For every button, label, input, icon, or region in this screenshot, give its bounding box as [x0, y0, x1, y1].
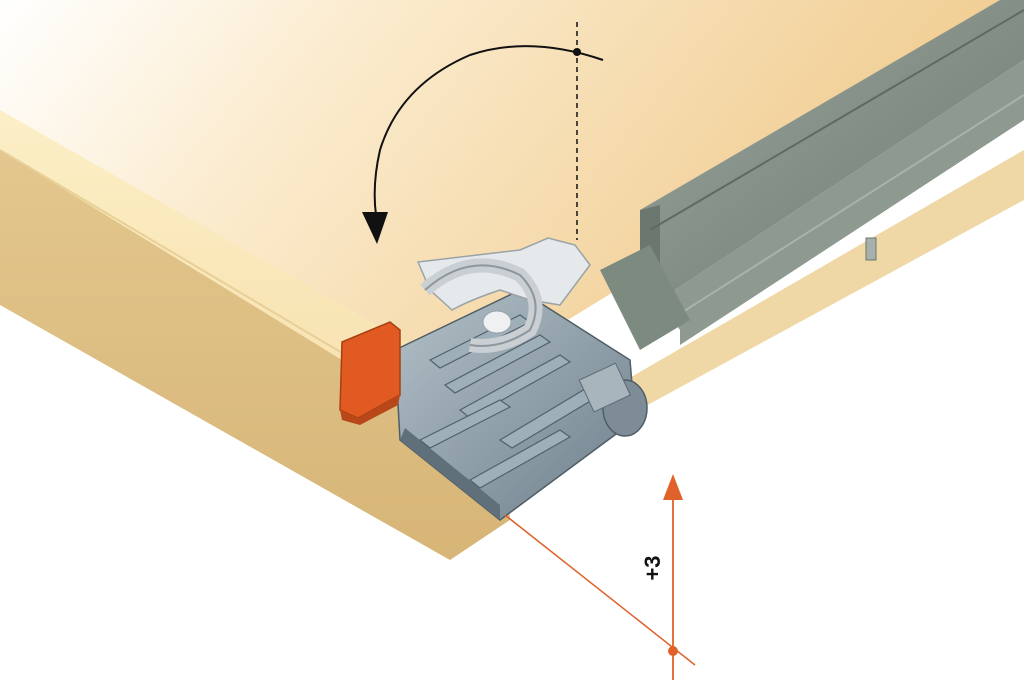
drawer-top-face: [0, 0, 1024, 380]
drawer-side-edge: [600, 150, 1024, 420]
adjustment-origin-dot: [668, 646, 678, 656]
rotation-indicator: [362, 22, 604, 244]
drawer-front-face: [0, 150, 510, 560]
height-adjustment-indicator: +3: [504, 474, 696, 680]
reference-line: [504, 514, 696, 666]
curved-rotation-arrow-icon: [373, 45, 604, 216]
clip-knob: [482, 310, 512, 334]
rotation-pivot: [573, 48, 581, 56]
rail-pin: [865, 237, 877, 261]
adjustment-label: +3: [640, 555, 665, 580]
runner-rail: [600, 0, 1024, 350]
front-locking-clip: [339, 237, 648, 521]
